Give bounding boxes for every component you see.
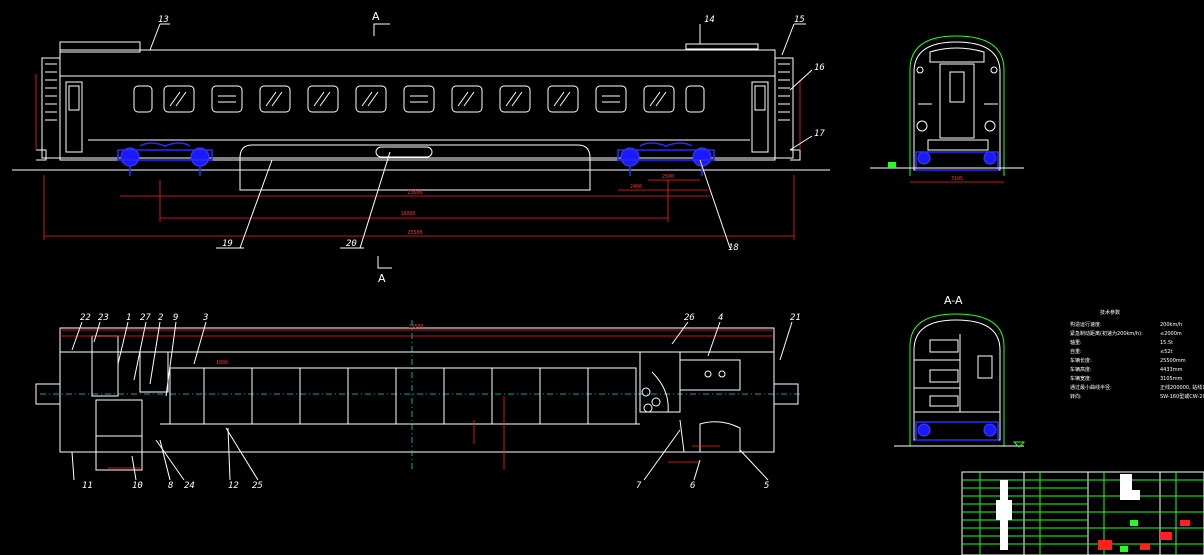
diaphragm-left [41,57,61,159]
dim-plan-length: 25500 [408,324,423,330]
callout-11: 11 [82,481,93,491]
roof-equipment-right [685,43,759,50]
end-view: 3105 [870,35,1024,183]
spec-row-key: 自重: [1070,348,1082,355]
spec-row-key: 车辆宽度: [1070,375,1092,382]
spec-row-value: 200km/h [1160,322,1182,328]
dim-end-width: 3105 [951,176,963,182]
spec-row-value: SW-160型或CW-200 [1160,393,1204,400]
callout-7: 7 [636,481,642,491]
section-label-top: A [372,10,380,23]
callout-17: 17 [814,129,825,139]
car-body-outline [59,49,776,161]
callout-18: 18 [728,243,739,253]
callout-12: 12 [228,481,239,491]
spec-rows: 构造运行速度: 200km/h 紧急制动距离(初速为200km/h): ≤2000m 轴… [1070,321,1204,400]
callout-1: 1 [126,313,131,323]
callout-6: 6 [690,481,695,491]
spec-table: 技术参数 构造运行速度: 200km/h 紧急制动距离(初速为200km/h): ≤2… [1070,309,1204,400]
compartments [91,335,741,471]
spec-row-key: 轴重: [1070,339,1082,346]
water-tank [375,146,433,158]
callout-23: 23 [98,313,109,323]
callout-24: 24 [184,481,195,491]
callout-10: 10 [132,481,143,491]
spec-title: 技术参数 [1100,309,1120,316]
callout-9: 9 [173,313,178,323]
underframe-equipment [239,158,591,191]
plan-coupler-right [773,383,799,405]
spec-row-value: 正线200000, 站线145m [1160,384,1204,391]
spec-row-value: 15.5t [1160,340,1173,346]
spec-row-value: 25500mm [1160,358,1186,364]
coupler-right [790,149,801,161]
spec-row-key: 车辆长度: [1070,357,1092,364]
section-title-aa: A-A [944,294,963,307]
dim-overall-length: 25500 [407,230,422,236]
end-door-left [65,81,83,153]
callout-13: 13 [158,15,169,25]
callout-26: 26 [684,313,695,323]
spec-row-value: 3105mm [1160,376,1183,382]
dim-frame-length: 23600 [407,190,422,196]
spec-row-key: 通过最小曲线半径: [1070,384,1112,391]
spec-row-key: 车辆高度: [1070,366,1092,373]
title-block [961,471,1204,555]
section-view-aa: A-A [894,294,1026,448]
spec-row-key: 紧急制动距离(初速为200km/h): [1070,330,1143,337]
dim-window-pitch: 1000 [216,360,228,366]
callout-16: 16 [814,63,825,73]
side-dimension-lines [35,74,801,240]
roof-equipment-left [59,41,141,53]
dim-wheelbase-right: 2500 [662,174,674,180]
callout-27: 27 [140,313,151,323]
callout-14: 14 [704,15,715,25]
diaphragm-right [774,57,794,159]
section-arrow-bottom [377,256,392,269]
bogie-right [617,142,715,176]
section-arrow-top [373,23,390,36]
dim-wheelbase-left: 2400 [630,184,642,190]
callout-3: 3 [202,313,208,323]
bogie-left [117,142,213,176]
callout-21: 21 [790,313,801,323]
spec-row-value: ≤2000m [1160,331,1182,337]
end-door-right [751,81,769,153]
coupler-left [36,149,47,161]
section-label-bottom: A [378,272,386,285]
callout-8: 8 [168,481,173,491]
spec-row-key: 构造运行速度: [1070,321,1102,328]
dim-bogie-centers: 18000 [400,211,415,217]
side-elevation: 18000 25500 23600 2400 2500 A A [12,10,830,285]
spec-row-value: 4433mm [1160,367,1183,373]
callout-15: 15 [794,15,805,25]
callout-2a: 2 [158,313,163,323]
callout-5: 5 [764,481,769,491]
callout-22: 22 [80,313,91,323]
end-view-gauge [909,35,1005,176]
callout-4: 4 [718,313,723,323]
plan-view: 25500 1000 [35,320,800,481]
callout-19: 19 [222,239,233,249]
callouts: 13 14 15 16 17 18 19 20 22 23 1 27 2 9 3… [80,15,825,491]
plan-coupler-left [35,383,61,405]
spec-row-value: ≤52t [1160,349,1173,355]
callout-25: 25 [252,481,263,491]
callout-20: 20 [346,239,357,249]
side-windows [133,85,705,113]
spec-row-key: 转向: [1070,393,1082,400]
